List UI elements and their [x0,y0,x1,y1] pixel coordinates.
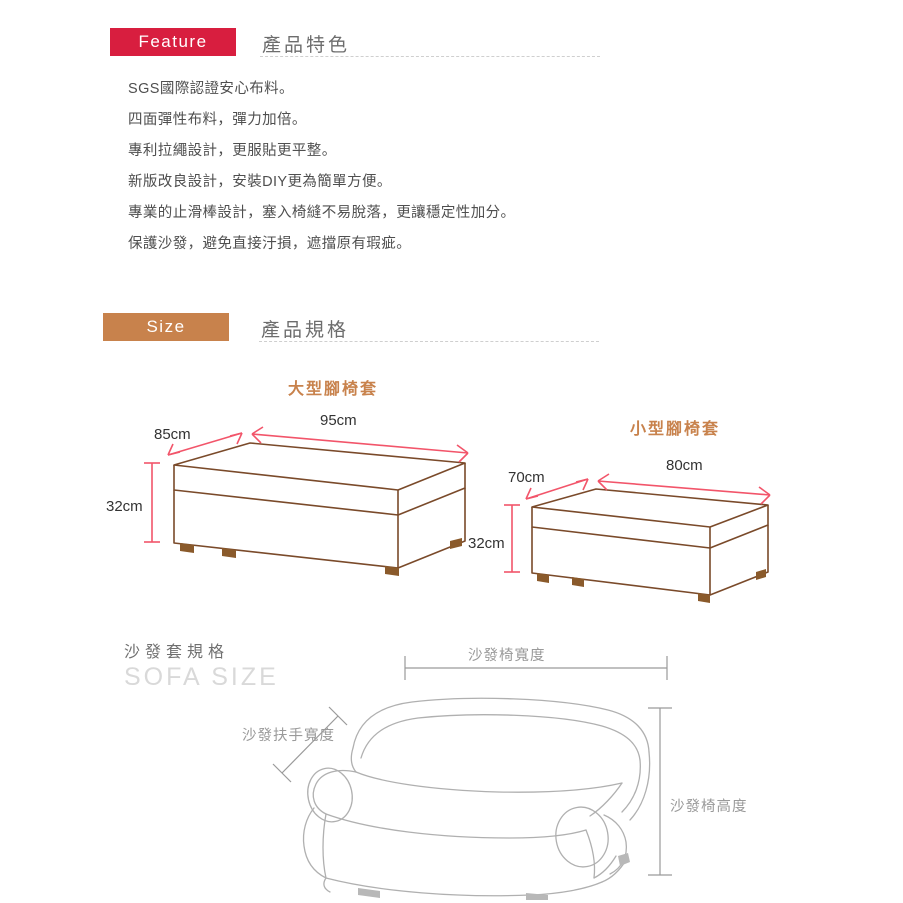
large-ottoman-drawing [144,426,469,576]
sofa-feet [358,853,630,900]
small-ottoman-depth-label: 70cm [508,469,545,486]
sofa-body [302,697,651,897]
feature-line: 新版改良設計，安裝DIY更為簡單方便。 [128,174,392,190]
sofa-drawing [272,656,672,900]
feature-section-header: Feature 產品特色 [110,28,600,62]
feature-line: SGS國際認證安心布料。 [128,81,294,97]
size-section-header: Size 產品規格 [103,313,599,347]
sofa-size-heading: 沙發套規格 SOFA SIZE [124,638,279,692]
size-badge: Size [103,313,229,341]
large-ottoman-diagram: 大型腳椅套 95cm 85cm 32cm [106,375,500,585]
feature-heading-cn: 產品特色 [262,35,351,56]
small-ottoman-drawing [504,473,771,603]
feature-list: SGS國際認證安心布料。 四面彈性布料，彈力加倍。 專利拉繩設計，更服貼更平整。… [128,74,728,260]
large-ottoman-width-label: 95cm [320,412,357,429]
small-ottoman-height-label: 32cm [468,535,505,552]
feature-badge: Feature [110,28,236,56]
sofa-size-heading-cn: 沙發套規格 [124,644,230,661]
feature-line: 四面彈性布料，彈力加倍。 [128,112,307,128]
sofa-arm-width-label: 沙發扶手寬度 [242,728,335,744]
sofa-seat-width-label: 沙發椅寬度 [468,648,546,664]
feature-line: 專業的止滑棒設計，塞入椅縫不易脫落，更讓穩定性加分。 [128,205,516,221]
size-heading-divider [259,341,599,342]
sofa-seat-height-label: 沙發椅高度 [670,799,748,815]
sofa-diagram: 沙發椅寬度 沙發扶手寬度 沙發椅高度 [230,640,850,900]
small-ottoman-width-label: 80cm [666,457,703,474]
large-ottoman-title: 大型腳椅套 [288,381,379,398]
small-ottoman-title: 小型腳椅套 [630,421,721,438]
large-ottoman-depth-label: 85cm [154,426,191,443]
large-ottoman-height-label: 32cm [106,498,143,515]
feature-line: 專利拉繩設計，更服貼更平整。 [128,143,337,159]
small-ottoman-diagram: 小型腳椅套 80cm 70cm 32cm [468,415,810,605]
feature-heading-divider [260,56,600,57]
small-ottoman-feet [537,569,766,603]
feature-line: 保護沙發，避免直接汙損，遮擋原有瑕疵。 [128,236,412,252]
large-ottoman-feet [180,538,462,576]
size-heading-cn: 產品規格 [261,320,350,341]
sofa-size-heading-en: SOFA SIZE [124,663,279,691]
sofa-measure-lines [272,656,672,876]
